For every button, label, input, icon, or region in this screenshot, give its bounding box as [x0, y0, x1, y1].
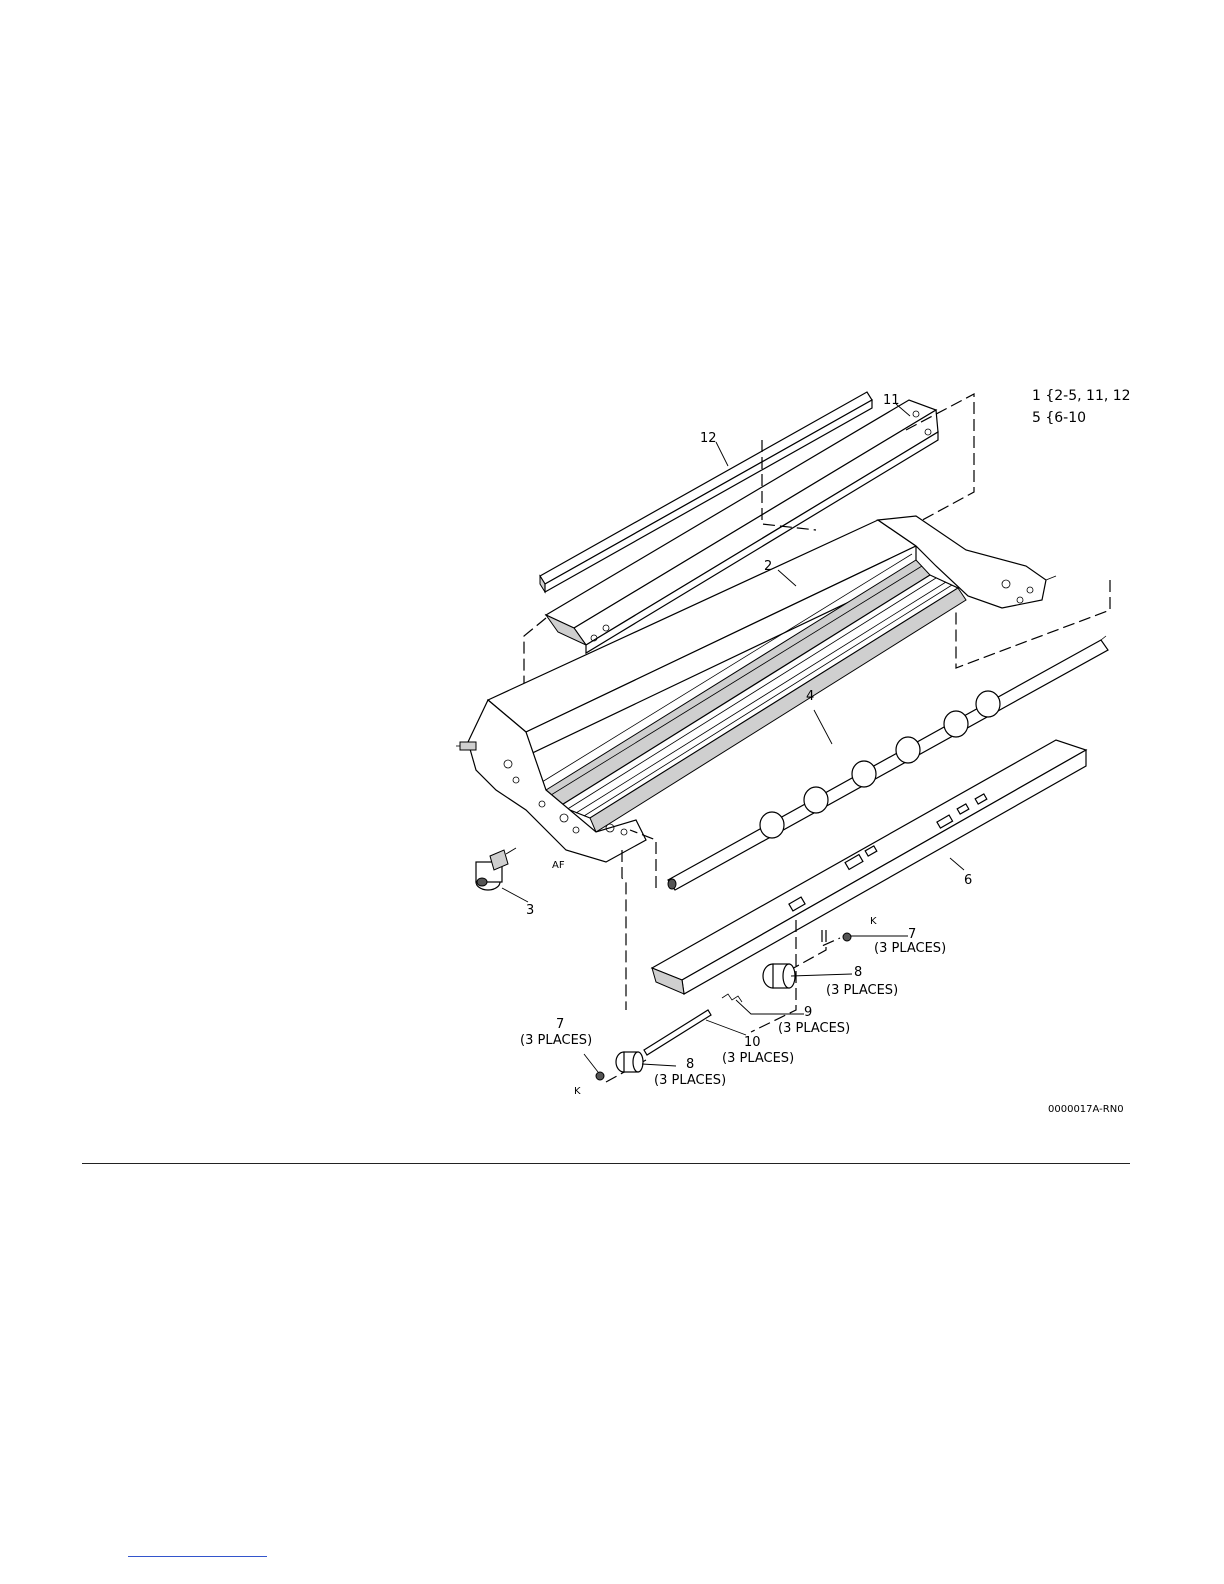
- callout-9-qty: (3 PLACES): [778, 1021, 850, 1036]
- callout-2: 2: [764, 559, 772, 574]
- callout-11: 11: [883, 393, 900, 408]
- assembly-legend: 1 {2-5, 11, 12 5 {6-10: [1032, 388, 1131, 426]
- callout-8-lower-qty: (3 PLACES): [654, 1073, 726, 1088]
- part-9-spring: [722, 994, 804, 1014]
- callout-8-upper-qty: (3 PLACES): [826, 983, 898, 998]
- callout-7-upper: 7: [908, 927, 916, 942]
- callout-7-lower: 7: [556, 1017, 564, 1032]
- footer-link-underline[interactable]: [128, 1556, 267, 1557]
- callout-8-upper: 8: [854, 965, 862, 980]
- callout-9: 9: [804, 1005, 812, 1020]
- horizontal-divider: [82, 1163, 1130, 1164]
- part-7-nut-lower: [584, 1054, 604, 1080]
- exploded-parts-diagram: 1 {2-5, 11, 12 5 {6-10: [446, 370, 1136, 1120]
- label-af: AF: [552, 860, 565, 871]
- label-k-upper: K: [870, 916, 877, 927]
- part-10-shaft: [644, 1010, 746, 1055]
- part-8-roller-lower: [616, 1052, 676, 1072]
- callout-8-lower: 8: [686, 1057, 694, 1072]
- callout-7-upper-qty: (3 PLACES): [874, 941, 946, 956]
- legend-line-1: 1 {2-5, 11, 12: [1032, 388, 1131, 404]
- part-3-knob: [476, 848, 516, 890]
- part-7-nut-upper: [843, 933, 908, 941]
- callout-3: 3: [526, 903, 534, 918]
- label-k-lower: K: [574, 1086, 581, 1097]
- figure-id: 0000017A-RN0: [1048, 1104, 1124, 1115]
- callout-10: 10: [744, 1035, 761, 1050]
- callout-7-lower-qty: (3 PLACES): [520, 1033, 592, 1048]
- callout-6: 6: [964, 873, 972, 888]
- callout-12: 12: [700, 431, 717, 446]
- legend-line-2: 5 {6-10: [1032, 410, 1086, 426]
- callout-10-qty: (3 PLACES): [722, 1051, 794, 1066]
- callout-4: 4: [806, 689, 814, 704]
